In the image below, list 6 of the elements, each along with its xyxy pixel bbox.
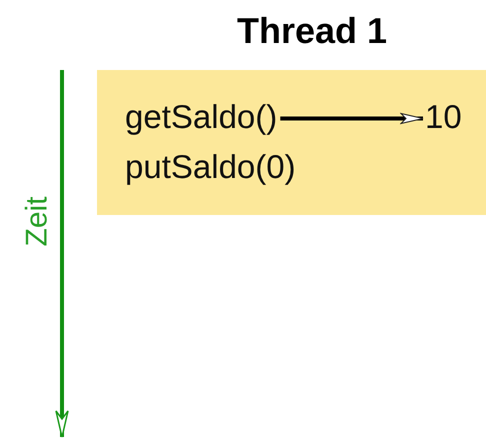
arrow [280,113,424,124]
return-value: 10 [425,100,462,133]
axis-label: Zeit [20,196,54,246]
method-call: getSaldo() [125,100,278,133]
panel-heading: Thread 1 [236,13,388,49]
method-call: putSaldo(0) [125,150,296,183]
